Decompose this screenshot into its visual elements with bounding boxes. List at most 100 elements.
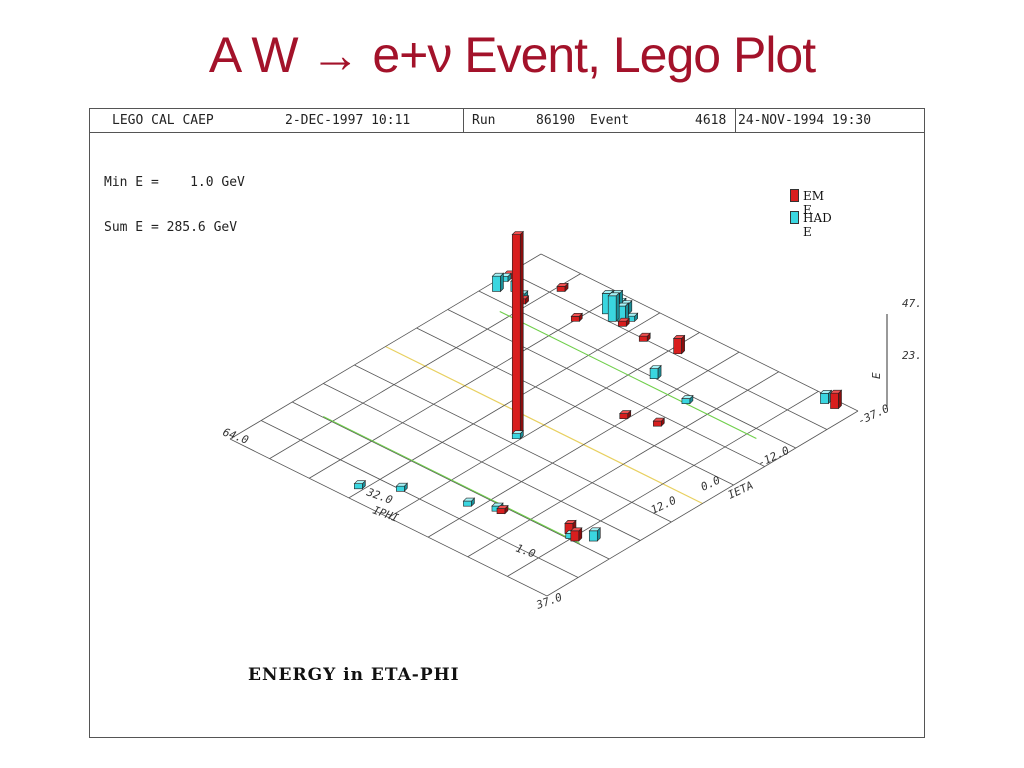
em-tower	[556, 282, 569, 293]
energy-stats: Min E = 1.0 GeV Sum E = 285.6 GeV	[104, 145, 245, 265]
tower-top	[672, 335, 686, 339]
tower-top	[511, 231, 524, 235]
tower-top	[638, 332, 651, 337]
ieta-tick-label: -37.0	[856, 402, 892, 428]
tower-top	[617, 317, 631, 322]
had-swatch	[790, 211, 799, 224]
had-tower	[819, 389, 833, 405]
ieta-tick-label: 37.0	[534, 590, 565, 612]
tower-top	[570, 312, 584, 317]
grid-line-iphi	[546, 410, 859, 597]
had-tower	[607, 292, 620, 323]
tower-front	[830, 392, 839, 409]
tower-top	[681, 395, 694, 399]
tower-front	[496, 508, 506, 514]
tower-top	[619, 410, 632, 414]
header-bar: LEGO CAL CAEP 2-DEC-1997 10:11 Run 86190…	[90, 109, 924, 133]
had-tower	[462, 497, 476, 507]
tower-top	[395, 482, 409, 487]
event-date: 24-NOV-1994 19:30	[738, 113, 872, 128]
tower-top	[511, 430, 524, 434]
had-tower	[491, 272, 505, 293]
event-number: 4618	[695, 113, 727, 128]
had-tower	[625, 312, 639, 323]
tower-front	[820, 393, 829, 404]
tower-front	[649, 368, 659, 380]
had-tower	[681, 394, 694, 405]
min-energy: Min E = 1.0 GeV	[104, 175, 245, 190]
tower-side	[519, 230, 524, 440]
iphi-tick-label: 32.0	[364, 485, 395, 507]
ieta-axis-label: IETA	[726, 479, 756, 502]
grid-line-iphi	[348, 312, 661, 499]
header-divider	[735, 109, 736, 133]
ieta-tick-label: 0.0	[699, 473, 723, 493]
grid-accent-line	[322, 415, 581, 545]
grid-accent-line	[499, 310, 757, 440]
tower-top	[564, 520, 577, 524]
tower-front	[588, 530, 598, 542]
tower-top	[601, 290, 615, 294]
tower-front	[511, 234, 521, 440]
had-tower	[395, 482, 409, 493]
grid-line-iphi	[467, 371, 779, 558]
tower-front	[681, 398, 691, 404]
grid-line-iphi	[229, 253, 542, 440]
tower-front	[638, 335, 648, 342]
event-label: Event	[590, 113, 630, 128]
plot-title: ENERGY in ETA-PHI	[248, 665, 460, 685]
em-tower	[619, 409, 632, 420]
e-axis-label: E	[870, 372, 883, 379]
grid-line-iphi	[507, 391, 819, 577]
tower-front	[607, 295, 617, 322]
iphi-tick-label: 64.0	[221, 426, 251, 447]
em-tower	[672, 334, 686, 355]
tower-top	[353, 480, 367, 485]
em-tower	[570, 312, 584, 323]
tower-top	[829, 389, 843, 394]
em-tower	[617, 317, 631, 328]
run-number: 86190	[536, 113, 576, 128]
print-date: 2-DEC-1997 10:11	[285, 113, 411, 128]
ieta-tick-label: 12.0	[649, 494, 679, 517]
tower-top	[496, 505, 509, 509]
iphi-axis-label: IPHI	[371, 504, 401, 525]
tower-front	[653, 420, 662, 427]
had-tower	[588, 527, 602, 542]
tower-front	[396, 485, 405, 492]
tower-top	[462, 497, 476, 502]
tower-front	[492, 275, 501, 292]
tower-front	[570, 530, 580, 542]
em-tower	[511, 230, 524, 440]
tower-front	[511, 433, 521, 440]
had-label: HAD E	[803, 211, 832, 239]
tower-front	[354, 483, 363, 490]
grid-line-iphi	[427, 351, 740, 538]
tower-top	[491, 272, 505, 277]
ieta-tick-label: -12.0	[756, 444, 792, 470]
had-tower	[353, 479, 367, 490]
tower-front	[463, 500, 472, 507]
e-tick-label: 47.	[902, 297, 922, 310]
em-swatch	[790, 189, 799, 202]
tower-front	[570, 315, 580, 322]
em-tower	[829, 389, 843, 410]
had-tower	[511, 429, 524, 440]
grid-line-iphi	[388, 332, 700, 518]
tower-front	[619, 413, 629, 419]
tower-top	[652, 417, 666, 422]
tower-top	[588, 527, 602, 532]
grid-line-iphi	[269, 273, 581, 459]
run-label: Run	[472, 113, 496, 128]
e-tick-label: 23.	[902, 349, 922, 362]
em-tower	[570, 527, 583, 542]
lego-plot-frame: LEGO CAL CAEP 2-DEC-1997 10:11 Run 86190…	[89, 108, 925, 738]
header-divider	[463, 109, 464, 133]
tower-top	[556, 283, 569, 287]
tower-front	[556, 286, 566, 292]
iphi-tick-label: 1.0	[514, 542, 537, 561]
slide-title: A W → e+ν Event, Lego Plot	[208, 27, 816, 83]
program-name: LEGO CAL CAEP	[112, 113, 214, 128]
em-label: EM E	[803, 189, 825, 217]
